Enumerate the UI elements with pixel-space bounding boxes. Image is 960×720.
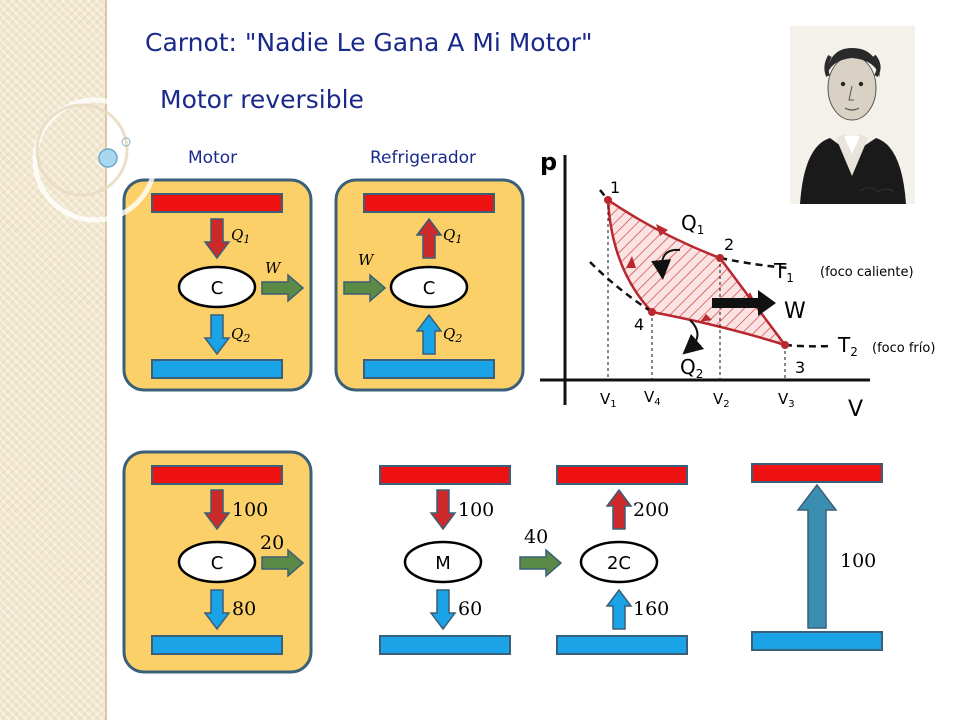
combined-system: M 2C 100 60 40 200 160: [379, 465, 688, 655]
portrait-drawing: [790, 26, 915, 204]
work-label: W: [358, 251, 375, 269]
refrigerator-panel: C Q1 Q2 W: [334, 178, 525, 392]
net-result: 100: [751, 463, 883, 651]
t2-curve-ext: [589, 261, 653, 314]
motor-label: Motor: [188, 148, 238, 168]
v2-tick: V2: [713, 390, 730, 410]
hot-source-label: (foco caliente): [820, 265, 914, 280]
fridge-q-hot: 200: [633, 499, 669, 521]
carnot-portrait: [790, 26, 915, 204]
work-out-arrow: [261, 548, 305, 578]
arrow-isotherm-cold: [700, 314, 712, 322]
q-hot-value: 100: [232, 499, 268, 521]
q1-label: Q1: [681, 211, 704, 237]
v-axis-label: V: [848, 397, 863, 422]
decorative-circles: [32, 97, 158, 223]
net-heat-value: 100: [840, 550, 876, 572]
refrigerator-label: Refrigerador: [370, 148, 477, 168]
engine-label: C: [423, 278, 436, 299]
engine-label: C: [211, 278, 224, 299]
cold-source-label: (foco frío): [872, 341, 935, 356]
t1-curve-ext: [719, 256, 791, 270]
v4-tick: V4: [644, 388, 661, 408]
hot-reservoir-right: [556, 465, 688, 485]
t1-label: T1: [773, 259, 794, 285]
hot-reservoir: [363, 193, 495, 213]
t2-label: T2: [837, 333, 858, 359]
arrow-adiabat-compression: [626, 256, 636, 268]
work-label: W: [265, 259, 282, 277]
v1-tick: V1: [600, 390, 617, 410]
heat-out-arrow: [415, 217, 443, 259]
point-1: [604, 196, 612, 204]
point-1-label: 1: [610, 178, 620, 197]
hot-reservoir: [151, 193, 283, 213]
hot-reservoir: [151, 465, 283, 485]
arrow-isotherm-hot: [656, 224, 668, 236]
q2-label: Q2: [443, 325, 462, 345]
hot-reservoir-left: [379, 465, 511, 485]
cold-reservoir: [751, 631, 883, 651]
engine-label: C: [211, 553, 224, 574]
cold-reservoir: [151, 635, 283, 655]
q2-flow-arrow: [682, 319, 705, 355]
heat-in-arrow: [203, 218, 231, 260]
work-out-arrow: [712, 290, 776, 316]
cold-reservoir: [363, 359, 495, 379]
heat-out-arrow: [203, 589, 231, 631]
work-out-arrow: [261, 273, 305, 303]
engine-c: [389, 265, 469, 309]
motor-engine-label: M: [435, 553, 451, 574]
work-label: W: [784, 299, 806, 324]
engine-2c: [579, 540, 659, 584]
heat-in-arrow: [415, 313, 443, 355]
p-axis-label: p: [540, 148, 557, 176]
motor-heat-in-arrow: [429, 489, 457, 531]
cold-reservoir-left: [379, 635, 511, 655]
point-3: [781, 341, 789, 349]
strip-divider: [105, 0, 107, 720]
point-2-label: 2: [724, 235, 734, 254]
slide-title: Carnot: "Nadie Le Gana A Mi Motor": [145, 28, 593, 57]
motor-q-hot: 100: [458, 499, 494, 521]
point-2: [716, 254, 724, 262]
fridge-heat-out-arrow: [605, 488, 633, 530]
work-value: 40: [524, 526, 548, 548]
q-cold-value: 80: [232, 598, 256, 620]
hot-reservoir: [751, 463, 883, 483]
engine-m: [403, 540, 483, 584]
point-3-label: 3: [795, 358, 805, 377]
cold-reservoir: [151, 359, 283, 379]
adiabat-compression: [606, 199, 653, 313]
net-heat-arrow: [796, 483, 838, 629]
cold-reservoir-right: [556, 635, 688, 655]
q1-flow-arrow: [651, 248, 681, 280]
engine-c: [177, 540, 257, 584]
work-value: 20: [260, 532, 284, 554]
point-4: [648, 308, 656, 316]
q2-label: Q2: [231, 325, 250, 345]
q1-label: Q1: [443, 226, 462, 246]
v3-tick: V3: [778, 390, 795, 410]
fridge-q-cold: 160: [633, 598, 669, 620]
engine-c: [177, 265, 257, 309]
heat-in-arrow: [203, 489, 231, 531]
isotherm-cold: [651, 310, 786, 347]
fridge-engine-label: 2C: [607, 553, 631, 574]
motor-panel: C Q1 Q2 W: [122, 178, 313, 392]
work-in-arrow: [343, 273, 387, 303]
slide-subtitle: Motor reversible: [160, 85, 364, 114]
q1-label: Q1: [231, 226, 250, 246]
fridge-heat-in-arrow: [605, 588, 633, 630]
motor-q-cold: 60: [458, 598, 482, 620]
motor-heat-out-arrow: [429, 589, 457, 631]
heat-out-arrow: [203, 314, 231, 356]
work-transfer-arrow: [519, 548, 563, 578]
example-motor-panel: C 100 20 80: [122, 450, 313, 674]
point-4-label: 4: [634, 315, 644, 334]
q2-label: Q2: [680, 355, 703, 381]
pv-diagram: p V 1 2 3 4 Q1 Q2 W T1 (foco caliente) T…: [540, 148, 935, 422]
